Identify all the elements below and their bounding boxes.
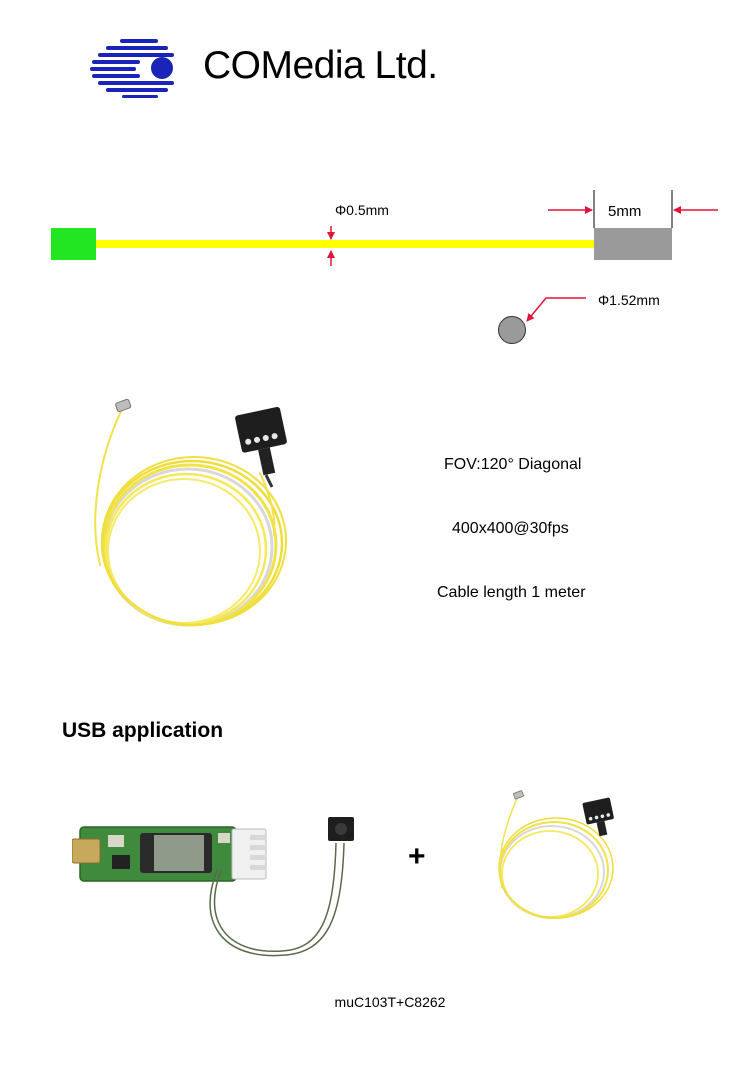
spec-cable-length: Cable length 1 meter: [437, 584, 586, 601]
head-length-label: 5mm: [608, 203, 642, 220]
usb-section-title: USB application: [62, 719, 224, 742]
spec-resolution: 400x400@30fps: [452, 520, 569, 537]
cable-camera-photo: [94, 398, 287, 627]
spec-fov: FOV:120° Diagonal: [444, 456, 582, 473]
cable-diameter-label: Φ0.5mm: [335, 202, 389, 218]
plus-sign: +: [408, 840, 426, 873]
yellow-cable: [96, 240, 594, 248]
dimension-lines: [327, 190, 718, 344]
head-diameter-leader: [526, 297, 586, 322]
usb-caption: muC103T+C8262: [334, 994, 446, 1010]
head-diameter-label: Φ1.52mm: [598, 292, 660, 308]
green-connector: [51, 228, 96, 260]
usb-board-photo: [72, 817, 354, 957]
camera-head: [594, 228, 672, 260]
small-cable-camera-photo: [498, 790, 614, 919]
head-cross-section: [498, 316, 526, 344]
company-name: COMedia Ltd.: [203, 44, 438, 87]
company-logo: [90, 39, 174, 98]
